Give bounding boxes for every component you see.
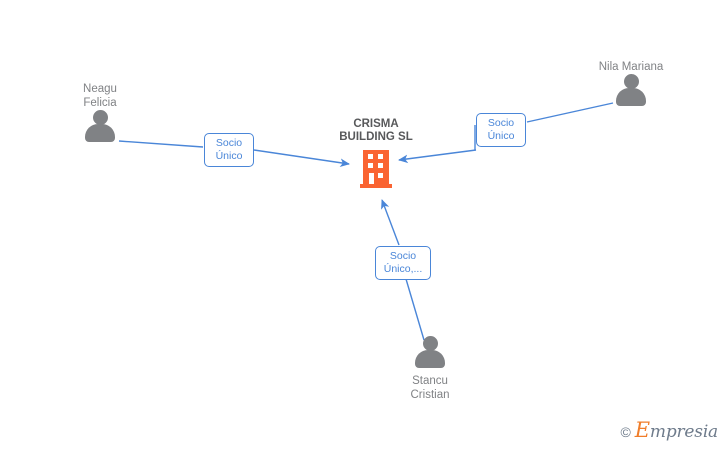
company-node-crisma-building-sl[interactable]: CRISMA BUILDING SL (301, 118, 451, 188)
brand-initial: E (634, 418, 650, 442)
copyright-symbol: © (620, 424, 631, 440)
person-label: Neagu Felicia (83, 83, 117, 109)
person-node-stancu-cristian[interactable]: Stancu Cristian (370, 336, 490, 402)
person-node-nila-mariana[interactable]: Nila Mariana (571, 60, 691, 106)
edge-label-to-company-left (253, 149, 350, 167)
person-node-neagu-felicia[interactable]: Neagu Felicia (40, 82, 160, 142)
edge-nila-to-label (526, 102, 614, 123)
edge-label-to-company-bottom (381, 199, 400, 246)
brand-rest: mpresia (649, 422, 718, 442)
person-icon (83, 110, 117, 142)
person-icon (413, 336, 447, 368)
brand-name: Empresia (635, 418, 718, 442)
building-icon (360, 150, 392, 188)
person-label: Nila Mariana (598, 61, 664, 73)
relation-label-nila[interactable]: Socio Único (476, 113, 526, 147)
edge-stancu-to-label (405, 278, 425, 341)
relation-label-neagu[interactable]: Socio Único (204, 133, 254, 167)
person-label: Stancu Cristian (410, 375, 450, 401)
watermark: © Empresia (620, 418, 718, 442)
relation-label-stancu[interactable]: Socio Único,... (375, 246, 431, 280)
edge-neagu-to-label (118, 140, 204, 148)
edge-label-arrow-company-right (398, 149, 477, 164)
person-icon (614, 74, 648, 106)
company-label: CRISMA BUILDING SL (339, 118, 413, 143)
